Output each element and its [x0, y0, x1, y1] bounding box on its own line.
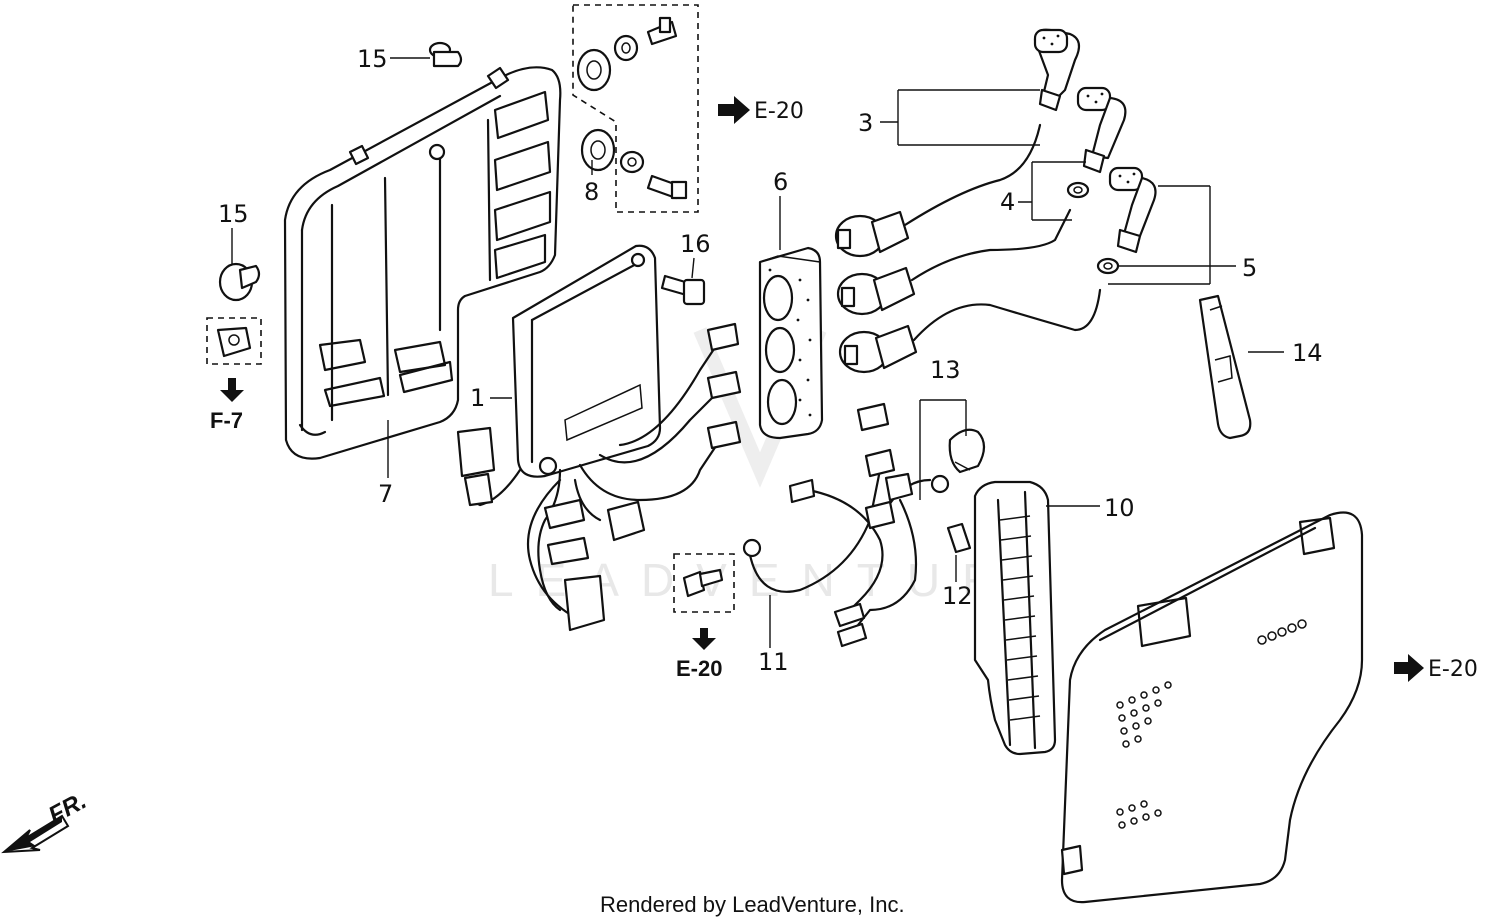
callout-4: 4 [1000, 188, 1015, 216]
part-5-washer [1096, 257, 1120, 275]
spark-plug-cap-2 [1076, 86, 1127, 174]
part-15-bolt-top [428, 41, 463, 68]
callout-14: 14 [1292, 339, 1323, 367]
callout-12: 12 [942, 582, 973, 610]
ignition-coil-1 [834, 123, 1042, 258]
callouts: 15 15 1 8 16 6 3 4 5 14 13 10 12 11 7 [218, 45, 1323, 676]
part-16-bolt [660, 274, 706, 306]
ref-e20-bottom-label: E-20 [676, 656, 722, 681]
part-8-grommet-group [572, 4, 699, 213]
part-12-clip [946, 522, 972, 554]
part-4-washer [1066, 181, 1090, 199]
callout-8: 8 [584, 178, 599, 206]
part-1-control-module [511, 244, 662, 478]
spark-plug-cap-3 [1108, 166, 1157, 254]
callout-1: 1 [470, 384, 485, 412]
ref-f7: F-7 [210, 378, 244, 433]
cover-panel [1060, 511, 1364, 904]
ref-e20-top-label: E-20 [754, 99, 804, 124]
callout-13: 13 [930, 356, 961, 384]
part-11-sub-harness [742, 402, 950, 648]
leader-lines [231, 57, 1284, 648]
spark-plug-cap-1 [1033, 28, 1081, 112]
callout-5: 5 [1242, 254, 1257, 282]
callout-11: 11 [758, 648, 789, 676]
footer-credit: Rendered by LeadVenture, Inc. [600, 892, 905, 917]
module-wire-harness [456, 322, 742, 632]
ref-e20-right-label: E-20 [1428, 657, 1478, 682]
part-15-bolt-left [218, 262, 261, 302]
part-14-clip-bar [1198, 294, 1252, 440]
part-13-cap [948, 428, 986, 474]
part-7-bracket [283, 66, 562, 460]
e20-bolt-group [673, 553, 735, 613]
part-10-cable-guide [973, 480, 1057, 756]
callout-7: 7 [378, 480, 393, 508]
cap-stipple [1042, 34, 1136, 184]
callout-16: 16 [680, 230, 711, 258]
f7-clip-group [206, 317, 262, 365]
part-6-coil-mount [758, 246, 824, 440]
callout-6: 6 [773, 168, 788, 196]
ref-e20-bottom: E-20 [676, 628, 722, 681]
ignition-coil-2 [836, 208, 1072, 316]
callout-15-top: 15 [357, 45, 388, 73]
callout-3: 3 [858, 109, 873, 137]
callout-10: 10 [1104, 494, 1135, 522]
ref-e20-right: E-20 [1394, 654, 1478, 682]
ref-f7-label: F-7 [210, 408, 243, 433]
front-direction-indicator: FR. [1, 787, 91, 854]
ignition-coil-3 [838, 288, 1102, 374]
callout-15-left: 15 [218, 200, 249, 228]
ref-e20-top: E-20 [718, 96, 804, 124]
